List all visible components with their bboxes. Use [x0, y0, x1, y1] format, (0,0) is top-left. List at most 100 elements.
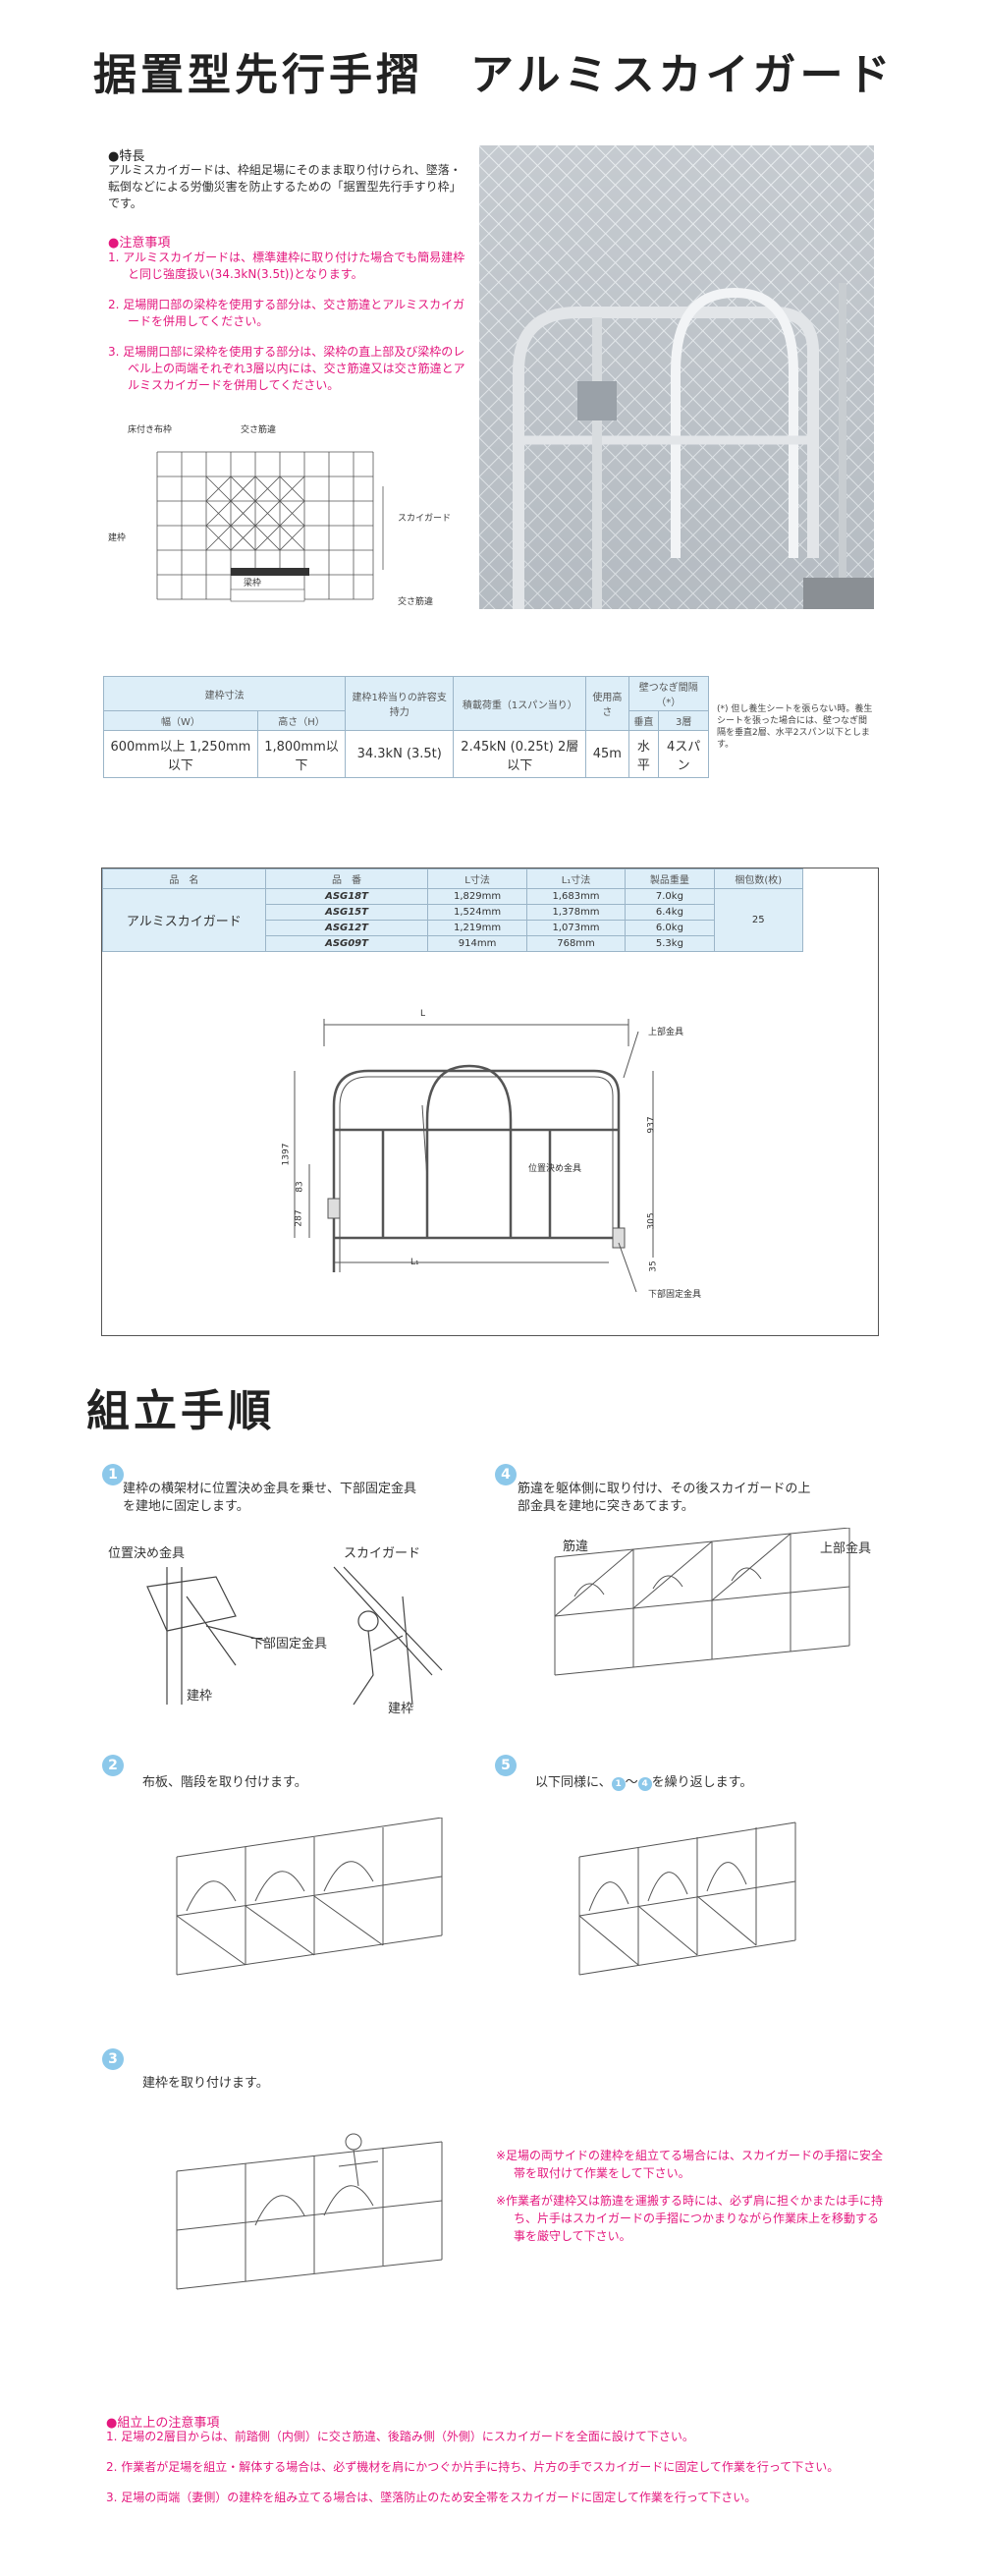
step-3-illustration: [176, 2133, 443, 2290]
guard-technical-drawing: [294, 1019, 654, 1293]
product-l: 1,219mm: [427, 920, 527, 936]
step-5-illustration: [578, 1821, 796, 1976]
step-1-text: 建枠の横架材に位置決め金具を乗せ、下部固定金具を建地に固定します。: [123, 1482, 417, 1514]
product-box: [101, 868, 879, 1336]
assembly-warnings: ※足場の両サイドの建枠を組立てる場合には、スカイガードの手摺に安全帯を取付けて作…: [496, 2147, 889, 2245]
step4-label-upper: 上部金具: [820, 1541, 872, 1556]
step-2-text: 布板、階段を取り付けます。: [142, 1775, 307, 1790]
step1-label-position: 位置決め金具: [108, 1546, 186, 1561]
step-4-number: 4: [495, 1464, 517, 1485]
product-model: ASG09T: [264, 935, 429, 952]
spec-header-load: 積載荷重（1スパン当り）: [453, 676, 587, 731]
product-header-pack: 梱包数(枚): [713, 868, 804, 889]
note-item: 1. アルミスカイガードは、標準建枠に取り付けた場合でも簡易建枠と同じ強度扱い(…: [108, 251, 465, 281]
warning-item: ※足場の両サイドの建枠を組立てる場合には、スカイガードの手摺に安全帯を取付けて作…: [496, 2149, 884, 2180]
drawing-dim-287: 287: [294, 1209, 304, 1227]
step-5-ref-1: 1: [611, 1777, 626, 1791]
features-heading: ●特長: [108, 149, 145, 164]
drawing-dim-83: 83: [295, 1181, 305, 1193]
diagram1-label-frame: 建枠: [108, 533, 127, 543]
product-l1: 768mm: [525, 935, 627, 952]
step4-label-brace: 筋違: [563, 1540, 589, 1554]
notes-heading: ●注意事項: [108, 236, 171, 251]
step-5-text-post: を繰り返します。: [651, 1775, 753, 1790]
product-model: ASG12T: [264, 920, 429, 936]
spec-header-frame-size: 建枠寸法: [102, 676, 347, 711]
product-pack: 25: [713, 888, 804, 952]
spec-header-wall-tie: 壁つなぎ間隔（*）: [627, 676, 709, 711]
step-2-illustration: [176, 1818, 443, 1976]
spec-header-strength: 建枠1枠当りの許容支持力: [345, 676, 455, 731]
step-3-number: 3: [102, 2048, 124, 2070]
step-4-text: 筋違を躯体側に取り付け、その後スカイガードの上部金具を建地に突きあてます。: [518, 1482, 811, 1514]
spec-header-height: 高さ（H）: [256, 710, 347, 731]
spec-value-height: 1,800mm以下: [256, 730, 347, 778]
page-title: 据置型先行手摺 アルミスカイガード: [93, 50, 895, 100]
product-header-name: 品 名: [102, 868, 266, 889]
spec-header-width: 幅（W）: [103, 710, 258, 731]
scaffold-elevation-diagram: [156, 451, 384, 602]
product-l: 1,829mm: [427, 888, 527, 905]
spec-header-horizontal: 3層: [658, 710, 709, 731]
product-name: アルミスカイガード: [102, 888, 266, 952]
drawing-upper-fitting-label: 上部金具: [648, 1028, 684, 1037]
assembly-note-item: 2. 作業者が足場を組立・解体する場合は、必ず機材を肩にかつぐか片手に持ち、片方…: [106, 2460, 840, 2474]
step-4-illustration: [554, 1528, 850, 1676]
step-3-text: 建枠を取り付けます。: [142, 2076, 269, 2091]
product-photo: [479, 145, 874, 609]
assembly-note-item: 3. 足場の両端（妻側）の建枠を組み立てる場合は、墜落防止のため安全帯をスカイガ…: [106, 2491, 757, 2504]
product-l1: 1,683mm: [525, 888, 627, 905]
product-header-l: L寸法: [427, 868, 527, 889]
diagram1-label-skyguard: スカイガード: [398, 514, 452, 524]
drawing-dim-937: 937: [646, 1116, 657, 1134]
step-1-number: 1: [102, 1464, 124, 1485]
step1-label-frame-1: 建枠: [187, 1689, 213, 1704]
step1-label-lower: 下部固定金具: [250, 1637, 328, 1652]
step1-label-skyguard: スカイガード: [344, 1546, 421, 1561]
drawing-l-label: L: [420, 1009, 426, 1019]
step-5-ref-4: 4: [637, 1777, 652, 1791]
product-header-model: 品 番: [264, 868, 429, 889]
step-5-number: 5: [495, 1755, 517, 1776]
step-1-illustration: [146, 1566, 443, 1706]
drawing-dim-35: 35: [648, 1260, 659, 1272]
spec-header-use-height: 使用高さ: [585, 676, 629, 731]
diagram1-label-cross-brace: 交さ筋違: [241, 425, 277, 435]
drawing-lower-fitting-label: 下部固定金具: [648, 1290, 702, 1300]
spec-value-strength: 34.3kN (3.5t): [345, 730, 455, 778]
drawing-dim-305: 305: [646, 1212, 657, 1230]
spec-value-horizontal: 4スパン: [658, 730, 709, 778]
spec-header-vertical: 垂直: [627, 710, 660, 731]
warning-item: ※作業者が建枠又は筋違を運搬する時には、必ず肩に担ぐかまたは手に持ち、片手はスカ…: [496, 2194, 884, 2243]
product-header-weight: 製品重量: [625, 868, 715, 889]
product-l: 1,524mm: [427, 904, 527, 921]
drawing-dim-1397: 1397: [281, 1143, 292, 1166]
assembly-note-item: 1. 足場の2層目からは、前踏側（内側）に交さ筋違、後踏み側（外側）にスカイガー…: [106, 2430, 694, 2443]
product-weight: 6.0kg: [625, 920, 715, 936]
diagram1-label-cross-brace-2: 交さ筋違: [398, 597, 434, 607]
step1-label-frame-2: 建枠: [388, 1702, 414, 1716]
product-weight: 7.0kg: [625, 888, 715, 905]
spec-value-vertical: 水平: [627, 730, 660, 778]
product-l: 914mm: [427, 935, 527, 952]
product-table: 品 名 品 番 L寸法 L₁寸法 製品重量 梱包数(枚) アルミスカイガード A…: [102, 868, 804, 952]
product-weight: 5.3kg: [625, 935, 715, 952]
assembly-notes-list: 1. 足場の2層目からは、前踏側（内側）に交さ筋違、後踏み側（外側）にスカイガー…: [106, 2429, 882, 2506]
assembly-notes-heading: ●組立上の注意事項: [106, 2416, 220, 2431]
assembly-title: 組立手順: [86, 1386, 275, 1436]
notes-list: 1. アルミスカイガードは、標準建枠に取り付けた場合でも簡易建枠と同じ強度扱い(…: [108, 250, 471, 408]
spec-table: 建枠寸法 建枠1枠当りの許容支持力 積載荷重（1スパン当り） 使用高さ 壁つなぎ…: [102, 676, 709, 778]
product-model: ASG18T: [264, 888, 429, 905]
diagram1-label-beam: 梁枠: [244, 579, 262, 588]
product-weight: 6.4kg: [625, 904, 715, 921]
product-model: ASG15T: [264, 904, 429, 921]
drawing-l1-label: L₁: [410, 1258, 419, 1267]
product-l1: 1,073mm: [525, 920, 627, 936]
product-l1: 1,378mm: [525, 904, 627, 921]
step-5-text-pre: 以下同様に、: [535, 1775, 612, 1790]
product-header-l1: L₁寸法: [525, 868, 627, 889]
spec-value-load: 2.45kN (0.25t) 2層以下: [453, 730, 587, 778]
features-body: アルミスカイガードは、枠組足場にそのまま取り付けられ、墜落・転倒などによる労働災…: [108, 163, 462, 210]
spec-footnote: (*) 但し養生シートを張らない時。養生シートを張った場合には、壁つなぎ間隔を垂…: [717, 704, 873, 750]
